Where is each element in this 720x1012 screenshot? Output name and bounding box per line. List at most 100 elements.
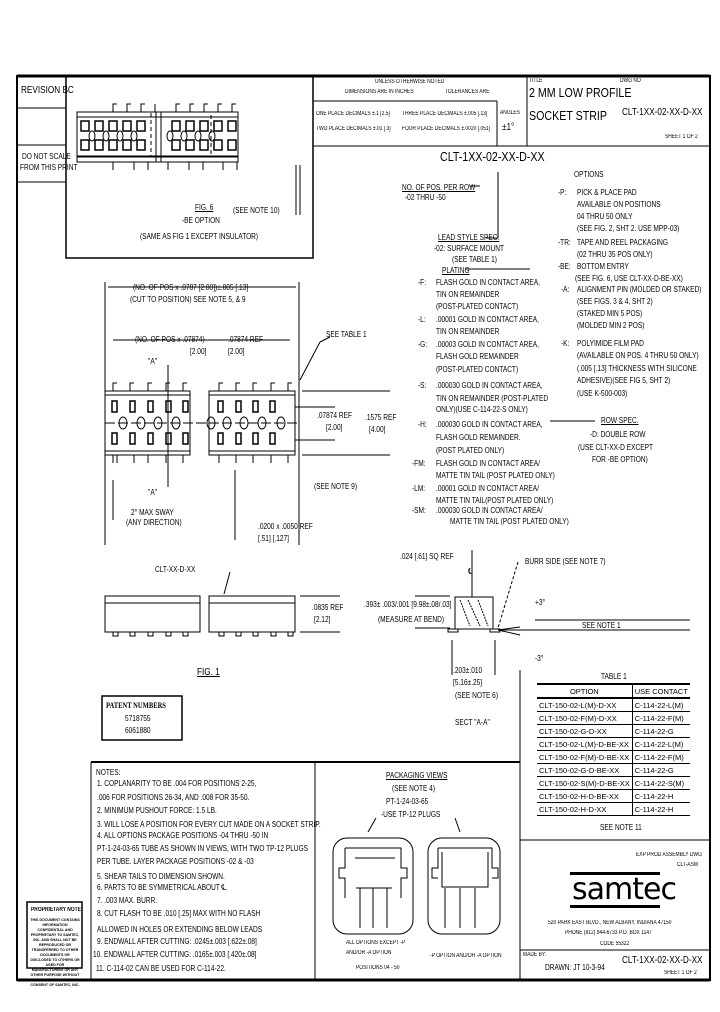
packaging-caption-left: ALL OPTIONS EXCEPT -P bbox=[346, 940, 406, 946]
plating-code: -S: bbox=[418, 381, 427, 390]
plating-text: TIN ON REMAINDER bbox=[436, 327, 500, 336]
option-text: POLYIMIDE FILM PAD bbox=[577, 339, 644, 348]
packaging-tube: PT-1-24-03-65 bbox=[386, 797, 429, 806]
footer-sheet: SHEET 1 OF 2 bbox=[664, 970, 697, 976]
note-line: 8. CUT FLASH TO BE .010 [.25] MAX WITH N… bbox=[97, 909, 261, 918]
plating-text: TIN ON REMAINDER (POST-PLATED bbox=[436, 394, 549, 403]
centerline-mark: ℄ bbox=[468, 567, 473, 576]
drawing-title-line2: SOCKET STRIP bbox=[529, 108, 608, 123]
made-by-label: MADE BY: bbox=[523, 952, 547, 958]
plating-code: -L: bbox=[418, 315, 426, 324]
notes-title: NOTES: bbox=[96, 768, 121, 777]
see-note-6: (SEE NOTE 6) bbox=[455, 691, 499, 700]
option-text: BOTTOM ENTRY bbox=[577, 262, 629, 271]
contact-cell: C-114-22-G bbox=[632, 763, 690, 777]
one-place-tolerance: ONE PLACE DECIMALS ±.1 [2.5] bbox=[316, 111, 390, 117]
option-code: -K: bbox=[561, 339, 570, 348]
option-text: TAPE AND REEL PACKAGING bbox=[577, 238, 669, 247]
angles-label: ANGLES bbox=[500, 110, 520, 116]
table1-footer: SEE NOTE 11 bbox=[600, 823, 642, 832]
plating-text: FLASH GOLD REMAINDER. bbox=[436, 433, 521, 442]
note-line: 1. COPLANARITY TO BE .004 FOR POSITIONS … bbox=[97, 779, 257, 788]
footer-drawing-number: CLT-1XX-02-XX-D-XX bbox=[622, 955, 703, 966]
width-ref-mm: [4.00] bbox=[369, 425, 386, 434]
made-by: DRAWN: JT 10-3-94 bbox=[545, 963, 605, 972]
plating-text: MATTE TIN TAIL (POST PLATED ONLY) bbox=[450, 517, 569, 526]
contact-cell: C-114-22-F(M) bbox=[632, 711, 690, 725]
sway-direction: (ANY DIRECTION) bbox=[126, 518, 182, 527]
fig1-side-view bbox=[104, 571, 340, 637]
fig1-label: FIG. 1 bbox=[197, 667, 220, 678]
cut-note: (CUT TO POSITION) SEE NOTE 5, & 9 bbox=[130, 295, 246, 304]
plating-text: FLASH GOLD IN CONTACT AREA/ bbox=[436, 459, 541, 468]
minus-angle: -3° bbox=[535, 654, 544, 663]
fig6-label: FIG. 6 bbox=[195, 203, 214, 212]
packaging-see-note: (SEE NOTE 4) bbox=[392, 784, 436, 793]
note-line: 3. WILL LOSE A POSITION FOR EVERY CUT MA… bbox=[97, 820, 321, 829]
three-place-tolerance: THREE PLACE DECIMALS ±.005 [.13] bbox=[402, 111, 488, 117]
pos-per-row-label: NO. OF POS. PER ROW bbox=[402, 183, 476, 192]
section-a-a-view bbox=[415, 550, 690, 675]
fig6-connector bbox=[76, 103, 301, 215]
section-mark-bottom: "A" bbox=[148, 488, 158, 497]
side-view-callout: CLT-XX-D-XX bbox=[155, 565, 196, 574]
plating-text: MATTE TIN TAIL(POST PLATED ONLY) bbox=[436, 496, 554, 505]
patent-number: 6061880 bbox=[125, 726, 151, 735]
option-text: ADHESIVE)(SEE FIG 5, SHT 2) bbox=[577, 376, 671, 385]
dwg-no-label: DWG NO bbox=[620, 78, 641, 84]
option-cell: CLT-150-02-F(M)-D-BE-XX bbox=[537, 750, 633, 764]
contact-cell: C-114-22-S(M) bbox=[632, 776, 690, 790]
row-spec-item: (USE CLT-XX-D EXCEPT bbox=[578, 443, 653, 452]
patent-title: PATENT NUMBERS bbox=[106, 701, 166, 710]
dwg-type: EXP PROD ASSEMBLY DWG bbox=[636, 852, 702, 858]
option-text: (STAKED MIN 5 POS) bbox=[577, 309, 643, 318]
option-cell: CLT-150-02-H-D-XX bbox=[537, 802, 633, 816]
packaging-title: PACKAGING VIEWS bbox=[386, 771, 448, 780]
option-code: -BE: bbox=[558, 262, 571, 271]
contact-cell: C-114-22-L(M) bbox=[632, 737, 690, 751]
column-header: OPTION bbox=[537, 683, 633, 699]
pitch-dim: (NO. OF POS x .07874) bbox=[135, 335, 205, 344]
option-text: (SEE FIG. 2, SHT 2. USE MPP-03) bbox=[577, 224, 680, 233]
fig1-top-view bbox=[104, 282, 390, 545]
plating-text: MATTE TIN TAIL (POST PLATED ONLY) bbox=[436, 471, 555, 480]
packaging-tube-views bbox=[332, 817, 501, 935]
option-text: 04 THRU 50 ONLY bbox=[577, 212, 633, 221]
note-line: 7. .003 MAX. BURR. bbox=[97, 896, 158, 905]
contact-cell: C-114-22-L(M) bbox=[632, 698, 690, 712]
lead-dim: .0200 x .0050 REF bbox=[258, 522, 313, 531]
plating-code: -SM: bbox=[412, 506, 426, 515]
plating-text: .00001 GOLD IN CONTACT AREA, bbox=[436, 315, 539, 324]
note-line: PT-1-24-03-65 TUBE AS SHOWN IN VIEWS, WI… bbox=[97, 844, 309, 853]
proprietary-title: PROPRIETARY NOTE bbox=[31, 907, 81, 913]
drawing-number: CLT-1XX-02-XX-D-XX bbox=[622, 107, 703, 118]
lead-dim-mm: [.51] [.127] bbox=[258, 534, 290, 543]
plating-text: .000030 GOLD IN CONTACT AREA/ bbox=[436, 506, 543, 515]
lead-style-label: LEAD STYLE SPEC. bbox=[438, 233, 500, 242]
note-line: ALLOWED IN HOLES OR EXTENDING BELOW LEAD… bbox=[97, 925, 263, 934]
note-line: 5. SHEAR TAILS TO DIMENSION SHOWN. bbox=[97, 872, 225, 881]
pitch-ref-mm: [2.00] bbox=[228, 347, 245, 356]
row-spec-item: FOR -BE OPTION) bbox=[592, 455, 648, 464]
plating-text: (POST PLATED ONLY) bbox=[436, 446, 505, 455]
plating-text: ONLY)(USE C-114-22-S ONLY) bbox=[436, 405, 528, 414]
option-text: PICK & PLACE PAD bbox=[577, 188, 637, 197]
options-label: OPTIONS bbox=[574, 170, 604, 179]
note-line: 2. MINIMUM PUSHOUT FORCE: 1.5 LB. bbox=[97, 806, 217, 815]
sway-note: 2° MAX SWAY bbox=[131, 508, 174, 517]
table1-title: TABLE 1 bbox=[601, 672, 627, 681]
plating-code: -G: bbox=[418, 340, 428, 349]
plating-text: FLASH GOLD REMAINDER bbox=[436, 352, 519, 361]
logo-text: samtec bbox=[572, 872, 677, 907]
note-line: .006 FOR POSITIONS 26-34, AND .008 FOR 3… bbox=[97, 793, 250, 802]
option-cell: CLT-150-02-S(M)-D-BE-XX bbox=[537, 776, 633, 790]
